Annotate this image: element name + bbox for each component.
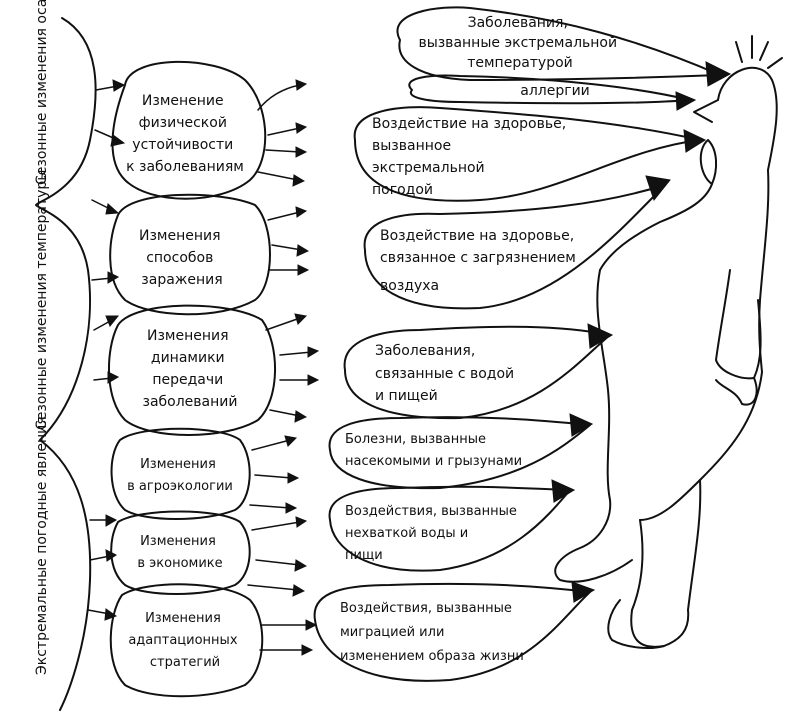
impact-text-scarcity: Воздействия, вызванные нехваткой воды и … xyxy=(345,504,521,563)
mechanism-circle-transmission xyxy=(107,304,277,436)
mechanism-circle-economy xyxy=(110,510,251,595)
mechanism-text-adaptation: Изменения адаптационных стратегий xyxy=(128,611,241,670)
impact-text-allergy: аллергии xyxy=(520,83,590,99)
driver-to-mechanism-arrows xyxy=(87,79,126,621)
impact-text-water-food: Заболевания, связанные с водой и пищей xyxy=(375,343,519,404)
mechanism-text-economy: Изменения в экономике xyxy=(137,534,222,571)
impact-arrowheads xyxy=(551,61,732,603)
driver-label-precipitation: Сезонные изменения осадков xyxy=(34,0,50,185)
mechanism-circle-adaptation xyxy=(109,583,264,698)
driver-labels: Сезонные изменения осадков Сезонные изме… xyxy=(34,0,50,675)
mechanism-circle-infection xyxy=(109,193,271,316)
drivers-bracket xyxy=(35,17,97,711)
impact-shape-vector xyxy=(328,416,591,490)
mechanism-fan-arrows xyxy=(247,79,320,656)
impact-text-air-pollution: Воздействие на здоровье, связанное с заг… xyxy=(380,228,580,294)
mechanism-text-resistance: Изменение физической устойчивости к забо… xyxy=(126,93,244,175)
mechanism-text-transmission: Изменения динамики передачи заболеваний xyxy=(143,328,238,410)
impacts: Заболевания, вызванные экстремальной тем… xyxy=(313,6,721,682)
mechanism-circle-agroecology xyxy=(110,427,251,520)
impact-text-temperature: Заболевания, вызванные экстремальной тем… xyxy=(418,15,621,71)
mechanism-text-agroecology: Изменения в агроэкологии xyxy=(127,457,233,494)
mechanisms: Изменение физической устойчивости к забо… xyxy=(107,60,277,698)
mechanism-circle-resistance xyxy=(111,60,267,200)
driver-label-temperature: Сезонные изменения температуры xyxy=(34,170,50,430)
driver-label-extreme-weather: Экстремальные погодные явления xyxy=(34,416,50,675)
human-figure-icon xyxy=(554,35,783,649)
impact-text-vector: Болезни, вызванные насекомыми и грызунам… xyxy=(345,432,522,469)
impact-text-extreme-weather: Воздействие на здоровье, вызванное экстр… xyxy=(372,116,571,198)
mechanism-text-infection: Изменения способов заражения xyxy=(139,228,225,288)
impact-text-migration: Воздействия, вызванные миграцией или изм… xyxy=(340,601,524,664)
